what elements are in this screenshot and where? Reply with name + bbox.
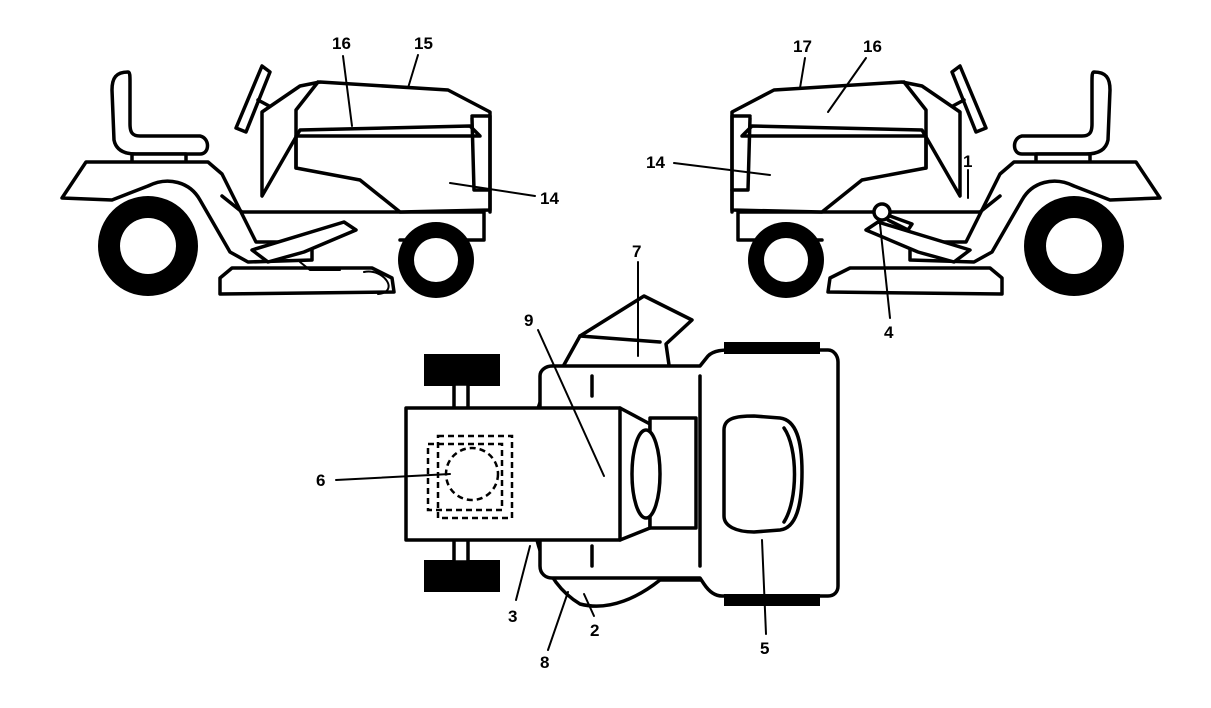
seat-top (722, 414, 804, 534)
headlight-panel (470, 116, 492, 192)
callout-top-3: 3 (508, 607, 517, 626)
leader-right-14 (673, 162, 771, 176)
rear-hub-left (120, 218, 176, 274)
callout-right-1: 1 (963, 152, 972, 171)
grille-right (730, 114, 752, 214)
front-hub-right (764, 238, 808, 282)
leader-right-4 (879, 223, 891, 319)
callout-left-15: 15 (414, 34, 433, 53)
tractor-left-side-view (60, 64, 492, 298)
tractor-top-view (404, 294, 840, 608)
deck-linkage (299, 261, 341, 271)
deck-lever-knob (872, 202, 892, 222)
seat-right (1012, 70, 1112, 156)
deck-lever (886, 214, 914, 232)
callout-top-5: 5 (760, 639, 769, 658)
front-tire-top-2 (424, 560, 500, 592)
steering-wheel (234, 64, 272, 134)
leader-left-16 (342, 55, 353, 127)
leader-top-5 (761, 539, 767, 635)
callout-top-7: 7 (632, 242, 641, 261)
mower-deck-right (826, 266, 1004, 296)
seat (110, 70, 210, 156)
callout-labels: 16 15 14 17 16 14 1 4 7 9 6 3 2 8 5 (316, 34, 972, 672)
leader-top-6 (335, 473, 451, 481)
leader-left-14 (449, 182, 536, 197)
front-axle-1 (452, 382, 470, 412)
headlight-panel-right (730, 116, 752, 192)
leader-top-2 (583, 593, 595, 617)
callout-top-6: 6 (316, 471, 325, 490)
discharge-chute-top (558, 294, 694, 374)
callout-top-2: 2 (590, 621, 599, 640)
rear-tire-top-2 (724, 594, 820, 606)
chute-edge (578, 334, 662, 344)
engine-outline (436, 434, 514, 520)
front-tire-top-1 (424, 354, 500, 386)
mower-deck-left (218, 266, 396, 296)
callout-left-16: 16 (332, 34, 351, 53)
dash-panel-right (902, 80, 928, 170)
leader-right-17 (799, 57, 806, 89)
leader-left-15 (407, 54, 419, 89)
steering-wheel-right (950, 64, 988, 134)
steering-wheel-top (630, 428, 662, 520)
leader-top-9 (537, 329, 605, 477)
callout-right-4: 4 (884, 323, 894, 342)
seat-back-top (782, 426, 797, 524)
footrest-left (250, 220, 358, 264)
callout-left-14: 14 (540, 189, 559, 208)
callout-right-16: 16 (863, 37, 882, 56)
rear-hub-right (1046, 218, 1102, 274)
callout-right-17: 17 (793, 37, 812, 56)
leader-top-3 (515, 545, 531, 601)
footrest-right (864, 220, 972, 264)
rear-fender-right (908, 160, 1162, 264)
callout-top-9: 9 (524, 311, 533, 330)
front-hub-left (414, 238, 458, 282)
rear-fender (60, 160, 314, 264)
rear-tire-top-1 (724, 342, 820, 354)
dash-panel (294, 80, 320, 170)
leader-right-16 (827, 57, 867, 113)
callout-right-14: 14 (646, 153, 665, 172)
leader-top-8 (547, 591, 569, 651)
tractor-right-side-view (730, 64, 1162, 298)
discharge-chute-left (363, 270, 390, 295)
grille (470, 114, 492, 214)
callout-top-8: 8 (540, 653, 549, 672)
leader-lines (335, 54, 969, 651)
